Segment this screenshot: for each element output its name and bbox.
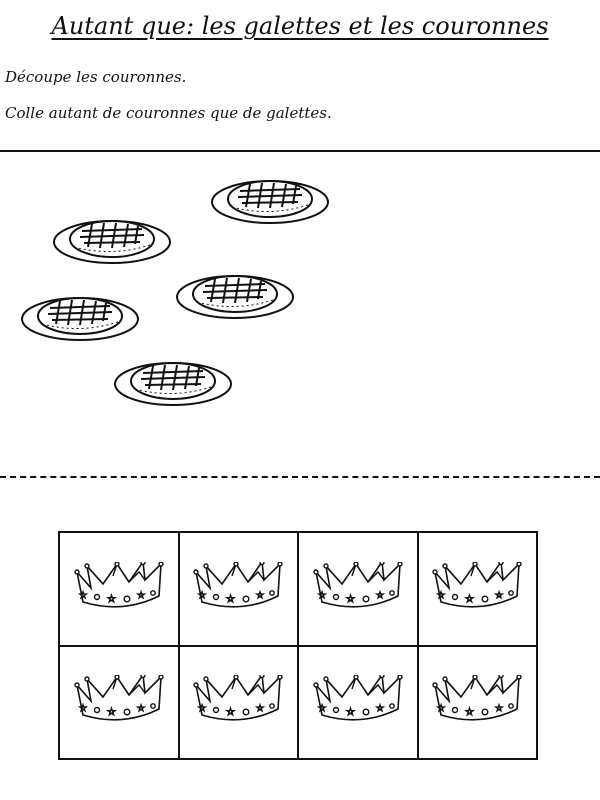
crown-icon: ☆ ☆ ☆ (73, 673, 165, 729)
svg-text:☆: ☆ (495, 591, 503, 601)
galette-icon (113, 357, 235, 413)
svg-text:☆: ☆ (376, 704, 384, 714)
svg-text:☆: ☆ (346, 594, 355, 605)
crown-cell[interactable]: ☆ ☆ ☆ (178, 532, 298, 646)
svg-text:☆: ☆ (198, 591, 206, 601)
svg-text:☆: ☆ (256, 704, 264, 714)
svg-text:☆: ☆ (137, 591, 145, 601)
crown-cell[interactable]: ☆ ☆ ☆ (417, 645, 537, 759)
crown-icon: ☆ ☆ ☆ (431, 559, 523, 616)
svg-text:☆: ☆ (256, 591, 264, 601)
crown-icon: ☆ ☆ ☆ (312, 559, 404, 616)
galette-icon (20, 292, 142, 348)
instruction-2: Colle autant de couronnes que de galette… (5, 104, 332, 122)
svg-text:☆: ☆ (495, 704, 503, 714)
cut-line (0, 476, 600, 478)
svg-text:☆: ☆ (465, 594, 474, 605)
galette-icon (210, 175, 332, 231)
divider (0, 150, 600, 152)
svg-text:☆: ☆ (346, 707, 355, 718)
svg-text:☆: ☆ (107, 594, 116, 605)
crown-cell[interactable]: ☆ ☆ ☆ (59, 532, 179, 646)
svg-text:☆: ☆ (226, 594, 235, 605)
svg-text:☆: ☆ (318, 704, 326, 714)
crown-icon: ☆ ☆ ☆ (192, 673, 284, 729)
galette-icon (175, 270, 297, 326)
crown-cell[interactable]: ☆ ☆ ☆ (298, 645, 418, 759)
crown-icon: ☆ ☆ ☆ (312, 673, 404, 729)
crown-icon: ☆ ☆ ☆ (192, 559, 284, 616)
svg-text:☆: ☆ (437, 704, 445, 714)
crown-cell[interactable]: ☆ ☆ ☆ (417, 532, 537, 646)
title-text: Autant que: les galettes et les couronne… (51, 12, 549, 40)
svg-text:☆: ☆ (107, 707, 116, 718)
svg-text:☆: ☆ (198, 704, 206, 714)
instruction-1: Découpe les couronnes. (5, 68, 187, 86)
svg-text:☆: ☆ (465, 707, 474, 718)
svg-text:☆: ☆ (79, 591, 87, 601)
crown-cell[interactable]: ☆ ☆ ☆ (59, 645, 179, 759)
svg-text:☆: ☆ (137, 704, 145, 714)
svg-text:☆: ☆ (437, 591, 445, 601)
svg-text:☆: ☆ (318, 591, 326, 601)
worksheet-title: Autant que: les galettes et les couronne… (0, 12, 600, 40)
crowns-grid: ☆ ☆ ☆ ☆ ☆ ☆ ☆ ☆ ☆ ☆ ☆ ☆ ☆ ☆ ☆ ☆ ☆ ☆ ☆ ☆ ☆ ☆ ☆ ☆ (58, 531, 538, 760)
crown-cell[interactable]: ☆ ☆ ☆ (178, 645, 298, 759)
crown-icon: ☆ ☆ ☆ (431, 673, 523, 729)
crown-cell[interactable]: ☆ ☆ ☆ (298, 532, 418, 646)
svg-text:☆: ☆ (79, 704, 87, 714)
svg-text:☆: ☆ (376, 591, 384, 601)
galette-icon (52, 215, 174, 271)
crown-icon: ☆ ☆ ☆ (73, 559, 165, 616)
svg-text:☆: ☆ (226, 707, 235, 718)
